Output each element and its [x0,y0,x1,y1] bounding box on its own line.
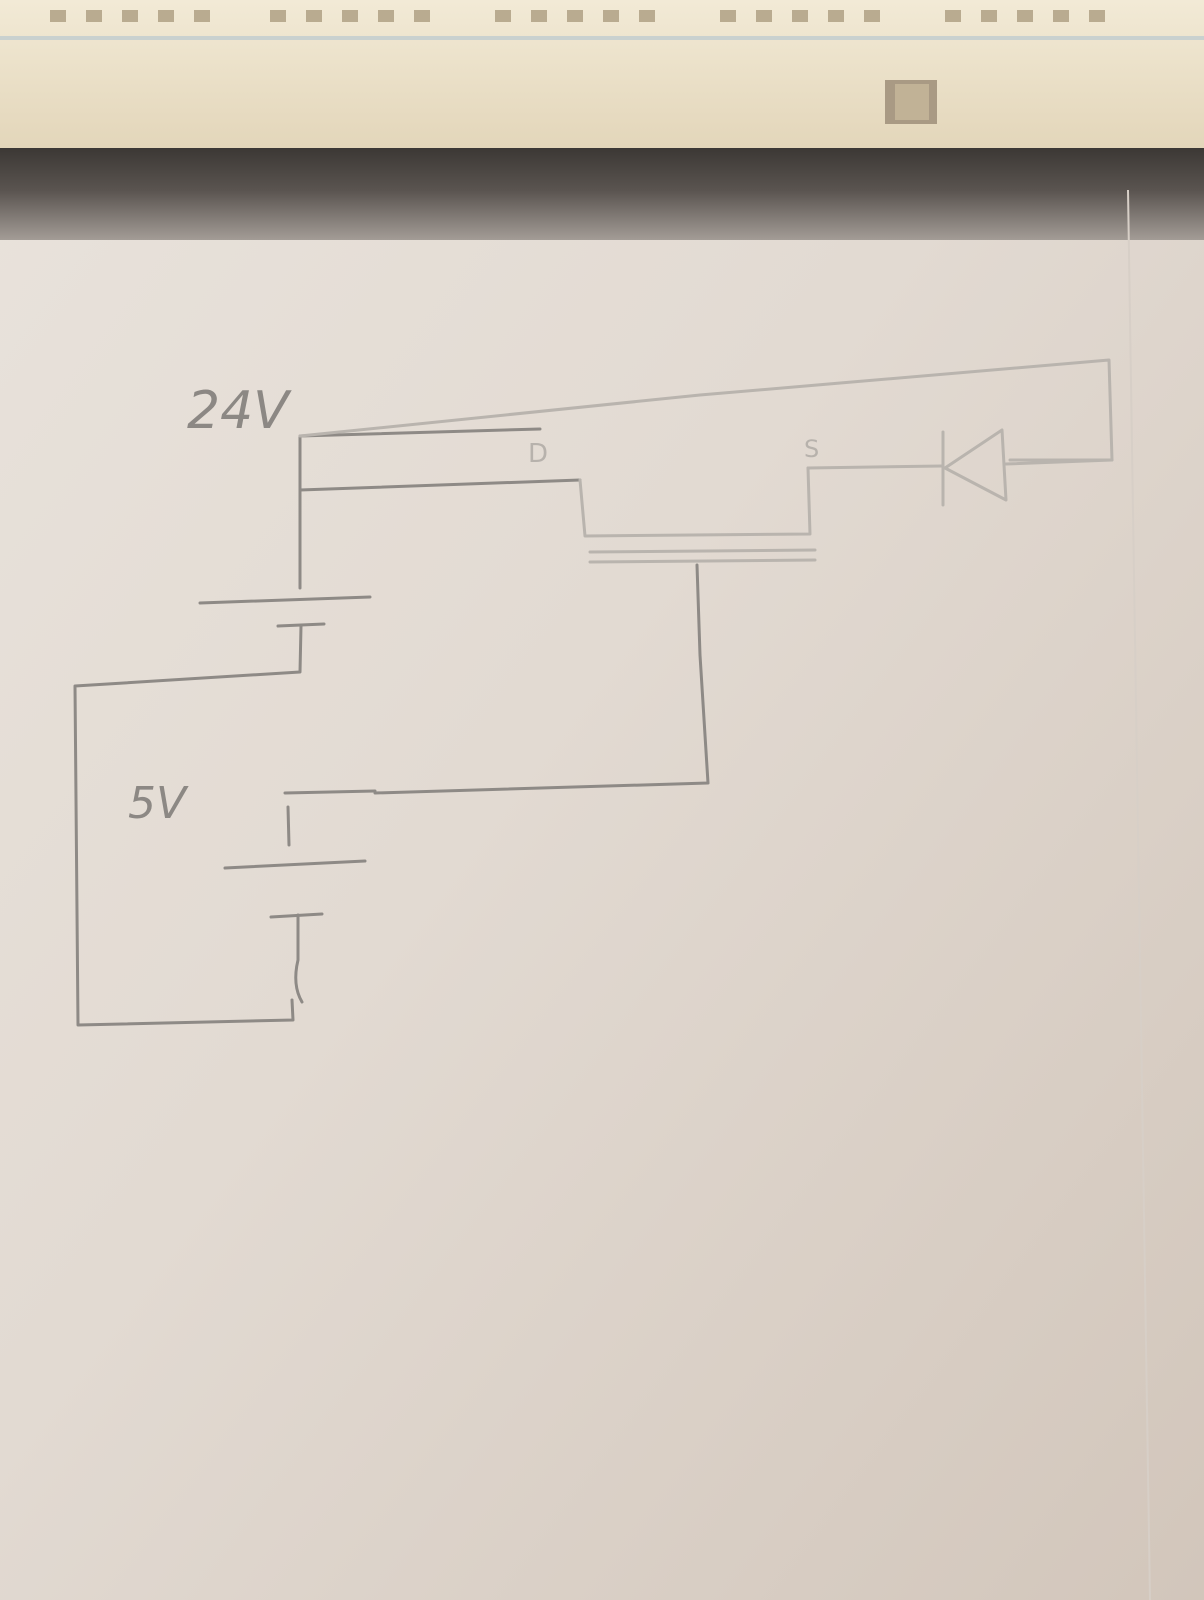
breadboard-hole [495,10,511,22]
breadboard-hole [1089,10,1105,22]
breadboard-hole [720,10,736,22]
breadboard-hole [945,10,961,22]
breadboard-hole [50,10,66,22]
breadboard-hole [756,10,772,22]
paper-edge [1127,189,1151,1600]
diode-triangle [943,428,1008,502]
breadboard-hole [378,10,394,22]
transistor-channel [578,466,812,538]
breadboard-hole [86,10,102,22]
breadboard-hole [639,10,655,22]
breadboard-hole [194,10,210,22]
wire-24v-top [298,427,582,492]
wire-diode-right [1004,458,1114,466]
breadboard-holes [50,10,1105,22]
circuit-drawing [73,358,1114,1027]
breadboard-hole [531,10,547,22]
battery-5v-long-plate [283,789,377,795]
label-drain: D [528,439,548,469]
breadboard-hole [603,10,619,22]
breadboard-hole [342,10,358,22]
breadboard-hole [158,10,174,22]
wire-5v-bottom [294,913,304,1004]
breadboard-shadow [0,130,1204,240]
wire-5v-lead [286,805,291,847]
breadboard-hole [306,10,322,22]
breadboard-hole [1053,10,1069,22]
transistor-gate [588,548,817,564]
breadboard-hole [414,10,430,22]
breadboard-hole [828,10,844,22]
wire-gate-down [373,563,710,795]
label-24v: 24V [187,381,292,441]
breadboard-hole [122,10,138,22]
breadboard-hole [864,10,880,22]
wire-24v-bottom [73,624,303,1027]
breadboard-hole [981,10,997,22]
breadboard-hole [1017,10,1033,22]
battery-24v-long-plate [198,595,372,605]
wire-source-to-diode [806,464,944,470]
label-5v: 5V [128,778,189,829]
breadboard-hole [567,10,583,22]
breadboard [0,0,1204,148]
label-source: S [804,435,819,463]
breadboard-hole [792,10,808,22]
breadboard-hole [270,10,286,22]
battery-5v-plate [223,859,367,870]
